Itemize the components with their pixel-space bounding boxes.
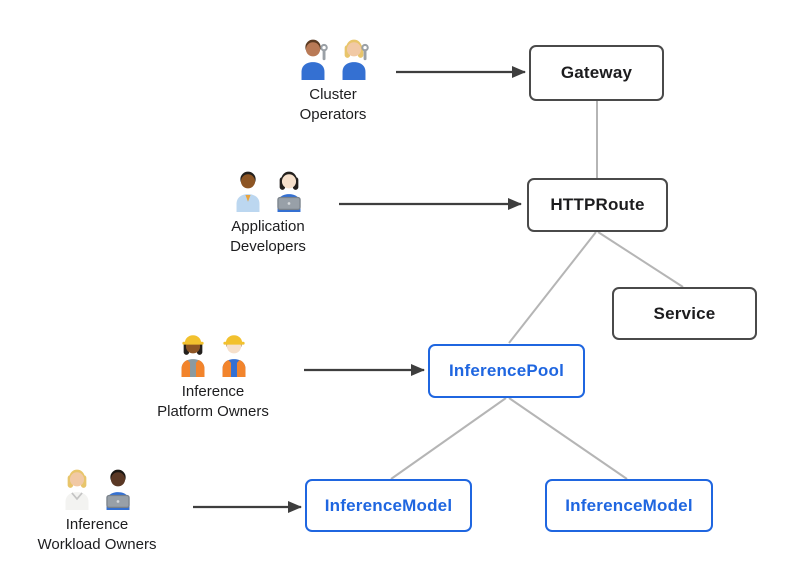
node-inferencepool: InferencePool (428, 344, 585, 398)
man-technologist-emoji (105, 469, 130, 510)
woman-mechanic-emoji (342, 39, 369, 80)
woman-health-worker-emoji (65, 469, 88, 510)
actor-inference-workload-owners-label: Inference Workload Owners (37, 516, 157, 553)
node-inferencemodel-left: InferenceModel (305, 479, 472, 532)
man-office-worker-emoji (236, 171, 259, 212)
node-gateway: Gateway (529, 45, 664, 101)
node-httproute: HTTPRoute (527, 178, 668, 232)
actor-application-developers-label: Application Developers (230, 218, 306, 255)
woman-technologist-emoji (276, 171, 301, 212)
edge-inferencepool-inferencemodel-right (508, 397, 628, 480)
node-service: Service (612, 287, 757, 340)
actor-cluster-operators: Cluster Operators (248, 34, 418, 125)
inference-platform-owners-emoji-pair (176, 331, 251, 377)
actor-inference-platform-owners: Inference Platform Owners (128, 331, 298, 422)
actor-application-developers: Application Developers (183, 166, 353, 257)
edge-httproute-inferencepool (508, 231, 597, 344)
man-mechanic-emoji (301, 39, 328, 80)
woman-construction-worker-emoji (181, 335, 204, 377)
inference-workload-owners-emoji-pair (60, 464, 135, 510)
edge-httproute-service (597, 231, 684, 288)
man-construction-worker-emoji (222, 335, 245, 377)
actor-inference-platform-owners-label: Inference Platform Owners (157, 383, 269, 420)
node-inferencemodel-right: InferenceModel (545, 479, 713, 532)
actor-inference-workload-owners: Inference Workload Owners (12, 464, 182, 555)
edge-inferencepool-inferencemodel-left (390, 397, 507, 480)
application-developers-emoji-pair (231, 166, 306, 212)
cluster-operators-emoji-pair (296, 34, 371, 80)
actor-cluster-operators-label: Cluster Operators (299, 86, 367, 123)
